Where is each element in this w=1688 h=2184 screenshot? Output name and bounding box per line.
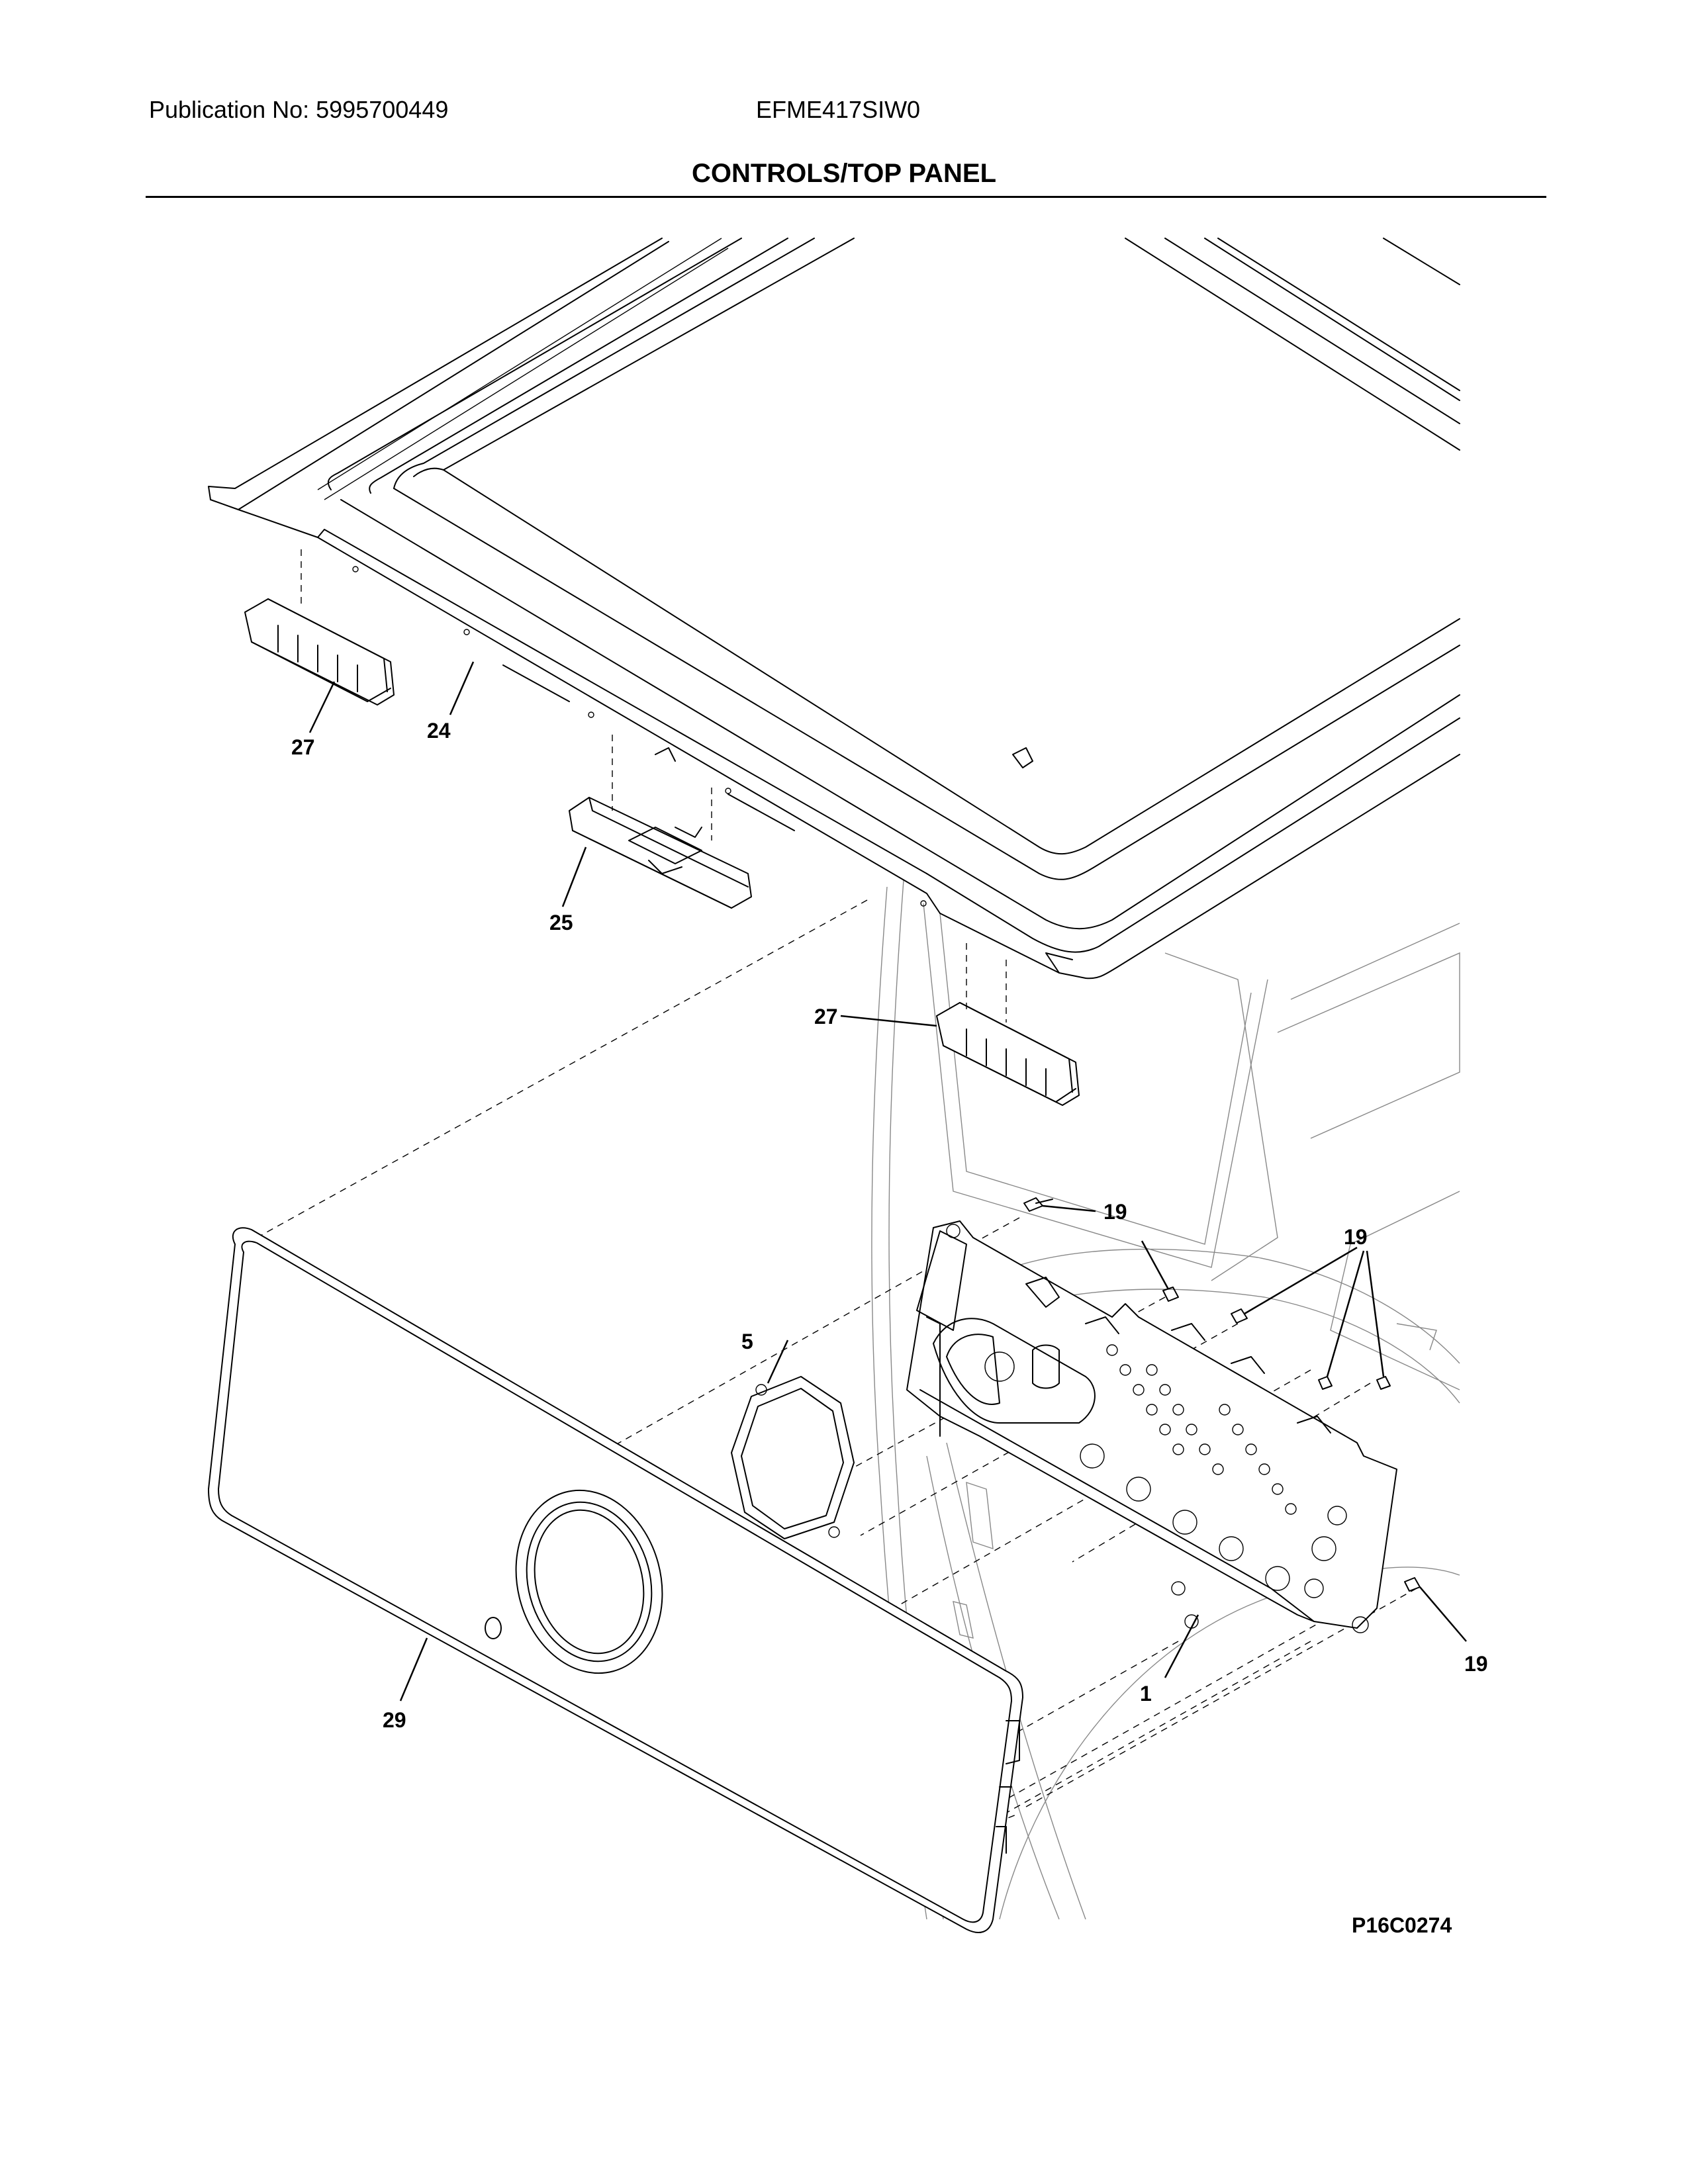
callout-5: 5 (741, 1330, 753, 1353)
knob-ring-part-5 (731, 1376, 855, 1539)
page-title: CONTROLS/TOP PANEL (691, 159, 997, 188)
leader-lines (308, 661, 1467, 1702)
callout-25: 25 (549, 911, 573, 934)
callout-labels: 27 24 25 27 5 19 19 19 1 29 P16C0274 (291, 719, 1488, 1937)
clip-part-27-left (244, 598, 395, 705)
callout-19-bottom: 19 (1464, 1652, 1488, 1676)
publication-number: Publication No: 5995700449 (149, 96, 449, 123)
control-board-part-1 (906, 1220, 1397, 1633)
diagram-code: P16C0274 (1352, 1913, 1452, 1937)
callout-29: 29 (383, 1708, 406, 1732)
callout-19-top: 19 (1103, 1200, 1127, 1224)
callout-27-right: 27 (814, 1005, 838, 1028)
callout-19-group: 19 (1344, 1225, 1368, 1249)
clip-part-25 (569, 797, 752, 909)
callout-24: 24 (427, 719, 451, 743)
title-rule (146, 196, 1546, 198)
console-front-panel (208, 1227, 1023, 1933)
callout-1: 1 (1140, 1682, 1152, 1706)
top-panel (208, 238, 1460, 979)
callout-27-left: 27 (291, 735, 315, 759)
model-number: EFME417SIW0 (756, 96, 921, 123)
clip-part-27-right (936, 1002, 1080, 1106)
